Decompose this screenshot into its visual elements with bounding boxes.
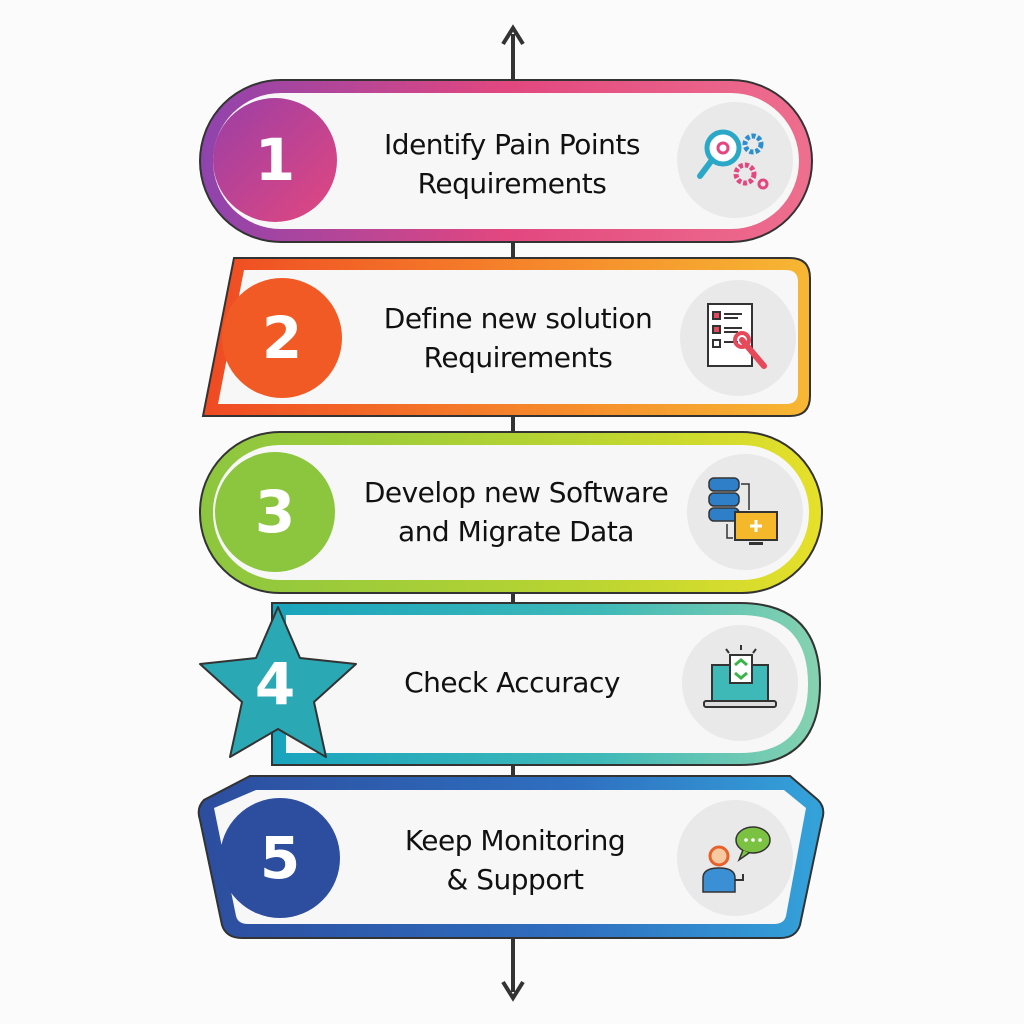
- database-monitor-icon: [687, 454, 803, 570]
- checklist-wrench-icon: [680, 280, 796, 396]
- person-chat-icon: [677, 800, 793, 916]
- step-4-label: Check Accuracy: [332, 663, 692, 702]
- step-5-number: 5: [259, 824, 301, 892]
- step-1-number: 1: [254, 126, 296, 194]
- step-2-line-2: Requirements: [423, 341, 613, 374]
- step-1-line-1: Identify Pain Points: [384, 128, 640, 161]
- step-3-line-1: Develop new Software: [363, 476, 669, 509]
- step-2-line-1: Define new solution: [383, 302, 653, 335]
- step-4-frame: [199, 602, 822, 766]
- arrow-up-icon: [501, 24, 525, 46]
- step-3-label: Develop new Software and Migrate Data: [336, 473, 696, 551]
- step-2-frame: [201, 257, 811, 417]
- step-4-number: 4: [254, 650, 296, 718]
- step-2-number: 2: [261, 304, 303, 372]
- step-5-line-1: Keep Monitoring: [404, 824, 626, 857]
- arrow-down-icon: [501, 980, 525, 1002]
- step-5-frame: [197, 775, 825, 939]
- step-3-frame: [199, 431, 823, 594]
- laptop-check-icon: [682, 625, 798, 741]
- magnifier-gears-icon: [677, 102, 793, 218]
- step-5-label: Keep Monitoring & Support: [335, 821, 695, 899]
- step-3-number: 3: [254, 478, 296, 546]
- step-3-line-2: and Migrate Data: [398, 515, 634, 548]
- step-1-line-2: Requirements: [417, 167, 607, 200]
- step-4-line-1: Check Accuracy: [404, 666, 620, 699]
- step-5-line-2: & Support: [446, 863, 584, 896]
- step-1-frame: [199, 79, 813, 243]
